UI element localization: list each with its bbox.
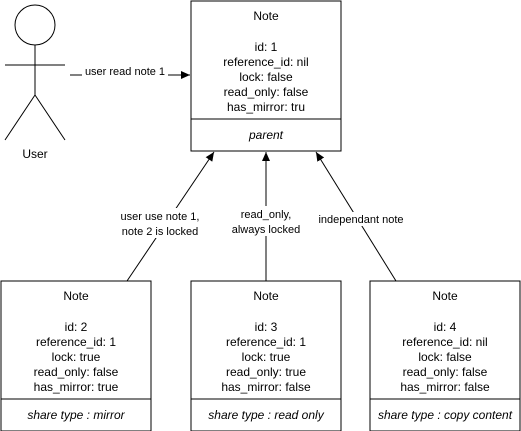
edge-user-to-parent-label: user read note 1 bbox=[85, 66, 165, 78]
note-read-only-read-only: read_only: true bbox=[226, 365, 306, 379]
user-actor: User bbox=[4, 4, 66, 161]
edge-user-to-parent: user read note 1 bbox=[70, 65, 190, 79]
note-parent: Note id: 1 reference_id: nil lock: false… bbox=[190, 0, 342, 152]
note-read-only-footer: share type : read only bbox=[208, 408, 324, 422]
edge-read-only-label-line2: always locked bbox=[232, 224, 300, 236]
note-mirror-title: Note bbox=[63, 289, 89, 303]
edge-read-only-to-parent-label-bg bbox=[226, 206, 306, 236]
actor-left-leg bbox=[4, 94, 36, 141]
edge-copy-to-parent: independant note bbox=[315, 151, 406, 282]
note-parent-has-mirror: has_mirror: tru bbox=[227, 100, 305, 114]
note-parent-footer: parent bbox=[248, 128, 284, 142]
note-copy-reference-id: reference_id: nil bbox=[402, 335, 487, 349]
note-read-only-box bbox=[190, 280, 342, 431]
actor-right-leg bbox=[34, 94, 66, 141]
note-parent-read-only: read_only: false bbox=[224, 85, 309, 99]
note-read-only: Note id: 3 reference_id: 1 lock: true re… bbox=[190, 280, 342, 431]
note-mirror-has-mirror: has_mirror: true bbox=[34, 380, 119, 394]
note-parent-box bbox=[190, 0, 342, 152]
note-copy-has-mirror: has_mirror: false bbox=[400, 380, 490, 394]
note-mirror-lock: lock: true bbox=[52, 350, 101, 364]
edge-user-to-parent-label-bg bbox=[82, 65, 168, 79]
note-copy-read-only: read_only: false bbox=[403, 365, 488, 379]
note-parent-lock: lock: false bbox=[239, 70, 293, 84]
note-mirror: Note id: 2 reference_id: 1 lock: true re… bbox=[0, 280, 152, 431]
edge-mirror-label-line2: note 2 is locked bbox=[122, 226, 198, 238]
edge-read-only-label-line1: read_only, bbox=[241, 209, 292, 221]
edge-read-only-to-parent: read_only, always locked bbox=[226, 152, 306, 281]
edge-mirror-label-line1: user use note 1, bbox=[121, 211, 200, 223]
note-copy: Note id: 4 reference_id: nil lock: false… bbox=[369, 280, 521, 431]
edge-mirror-to-parent-label-bg bbox=[117, 208, 203, 238]
note-parent-title: Note bbox=[253, 9, 279, 23]
note-parent-reference-id: reference_id: nil bbox=[223, 55, 308, 69]
note-read-only-lock: lock: true bbox=[242, 350, 291, 364]
note-mirror-reference-id: reference_id: 1 bbox=[36, 335, 116, 349]
note-mirror-id: id: 2 bbox=[65, 320, 88, 334]
note-parent-id: id: 1 bbox=[255, 40, 278, 54]
edge-mirror-to-parent: user use note 1, note 2 is locked bbox=[117, 151, 215, 282]
note-copy-title: Note bbox=[432, 289, 458, 303]
edge-copy-label: independant note bbox=[318, 214, 403, 226]
note-mirror-read-only: read_only: false bbox=[34, 365, 119, 379]
note-copy-id: id: 4 bbox=[434, 320, 457, 334]
note-read-only-reference-id: reference_id: 1 bbox=[226, 335, 306, 349]
note-read-only-has-mirror: has_mirror: false bbox=[221, 380, 311, 394]
note-copy-footer: share type : copy content bbox=[378, 408, 513, 422]
note-copy-lock: lock: false bbox=[418, 350, 472, 364]
note-read-only-title: Note bbox=[253, 289, 279, 303]
actor-head bbox=[14, 4, 56, 46]
edge-copy-to-parent-label-bg bbox=[316, 212, 406, 226]
note-read-only-id: id: 3 bbox=[255, 320, 278, 334]
note-mirror-footer: share type : mirror bbox=[27, 408, 125, 422]
actor-label: User bbox=[22, 147, 47, 161]
note-copy-box bbox=[369, 280, 521, 431]
note-mirror-box bbox=[0, 280, 152, 431]
